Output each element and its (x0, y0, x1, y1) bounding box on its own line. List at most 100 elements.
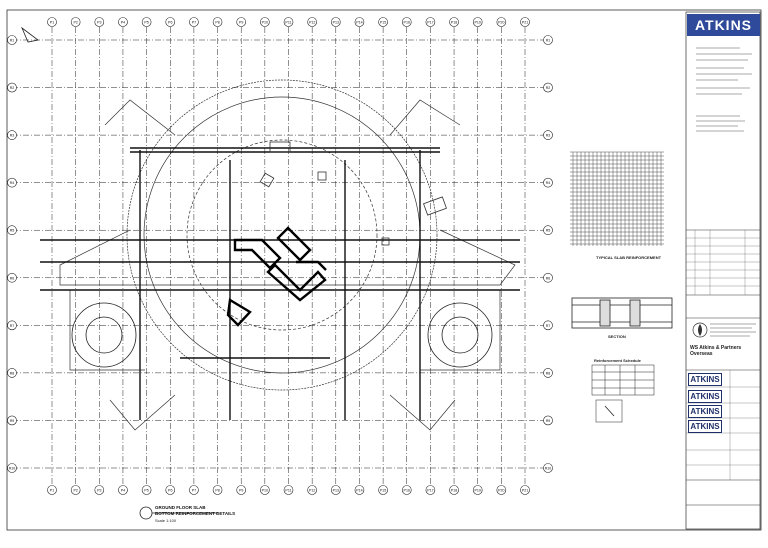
atkins-logo-1: ATKINS (688, 373, 722, 386)
grid-col-bottom-label: P2 (73, 489, 77, 493)
grid-row-left-bubble (7, 415, 17, 426)
grid-row-right-bubble (543, 272, 553, 283)
grid-row-left-bubble (7, 130, 17, 140)
grid-col-bottom-label: P9 (239, 489, 243, 493)
grid-row-left-label: R2 (10, 86, 15, 90)
grid-row-right-bubble (543, 320, 553, 331)
grid-col-top-bubble (94, 17, 105, 27)
grid-row-right-label: R6 (546, 276, 551, 280)
slab-section-detail (571, 297, 673, 329)
grid-col-bottom-bubble (141, 485, 152, 495)
grid-row-left-bubble (7, 463, 17, 473)
grid-col-bottom-label: P15 (380, 489, 386, 493)
grid-col-bottom-bubble (307, 485, 317, 495)
drawing-title-line1: GROUND FLOOR SLAB (155, 505, 206, 510)
grid-col-bottom-label: P14 (356, 489, 362, 493)
grid-row-right-bubble (543, 130, 553, 140)
grid-col-top-bubble (212, 17, 223, 27)
building-outline (59, 79, 516, 431)
grid-col-bottom-bubble (94, 485, 105, 495)
title-bubble (139, 506, 153, 520)
grid-col-top-bubble (401, 17, 412, 27)
grid-col-top-label: P16 (404, 21, 410, 25)
grid-col-top-bubble (330, 17, 341, 27)
grid-col-bottom-bubble (260, 485, 270, 495)
atkins-logo-4: ATKINS (688, 420, 722, 433)
grid-col-bottom-label: P12 (309, 489, 315, 493)
grid-col-top-label: P10 (262, 21, 268, 25)
grid-row-left-label: R1 (10, 39, 15, 43)
grid-col-bottom-bubble (70, 485, 81, 495)
grid-row-left-label: R6 (10, 276, 15, 280)
detail-section-label: SECTION (608, 334, 626, 339)
grid-row-right-bubble (543, 82, 553, 93)
grid-col-top-label: P18 (451, 21, 457, 25)
grid-col-bottom-bubble (189, 485, 199, 495)
title-block-frame (685, 11, 761, 530)
grid-col-top-bubble (472, 17, 483, 27)
grid-row-left-label: R7 (10, 324, 15, 328)
grid-col-top-bubble (141, 17, 152, 27)
grid-row-left-label: R10 (9, 467, 16, 471)
grid-col-top-bubble (449, 17, 459, 27)
grid-col-top-bubble (425, 17, 436, 27)
grid-col-bottom-label: P16 (404, 489, 410, 493)
grid-col-bottom-bubble (47, 485, 57, 495)
grid-col-top-bubble (260, 17, 270, 27)
grid-col-bottom-label: P8 (215, 489, 219, 493)
grid-col-bottom-label: P7 (192, 489, 196, 493)
grid-row-right-label: R7 (546, 324, 551, 328)
client-name: WS Atkins & Partners Overseas (690, 345, 742, 357)
grid-row-right-label: R9 (546, 419, 551, 423)
grid-col-bottom-label: P6 (168, 489, 172, 493)
grid-row-right-label: R8 (546, 371, 551, 375)
grid-col-top-label: P1 (50, 21, 54, 25)
atkins-logo-2: ATKINS (688, 390, 722, 403)
grid-row-left-label: R9 (10, 419, 15, 423)
stair-cores (71, 302, 493, 368)
grid-col-top-label: P20 (498, 21, 504, 25)
grid-row-right-label: R10 (545, 467, 552, 471)
grid-col-top-label: P3 (97, 21, 101, 25)
grid-col-top-label: P13 (333, 21, 339, 25)
grid-col-bottom-bubble (212, 485, 223, 495)
reinforcement-schedule-table (591, 364, 655, 423)
grid-row-left-bubble (7, 35, 17, 45)
grid-col-bottom-bubble (165, 485, 176, 495)
grid-row-left-label: R4 (10, 181, 15, 185)
grid-col-top-bubble (47, 17, 57, 27)
grid-col-bottom-label: P19 (474, 489, 480, 493)
grid-col-bottom-label: P11 (285, 489, 291, 493)
grid-col-top-bubble (70, 17, 81, 27)
grid-col-top-label: P5 (144, 21, 148, 25)
detail-plan-label: TYPICAL SLAB REINFORCEMENT (596, 255, 662, 260)
grid-row-left-label: R3 (10, 134, 15, 138)
grid-col-top-bubble (378, 17, 388, 27)
grid-row-right-bubble (543, 225, 553, 236)
grid-col-bottom-bubble (330, 485, 341, 495)
grid-col-top-label: P2 (73, 21, 77, 25)
grid-col-bottom-bubble (401, 485, 412, 495)
grid-col-bottom-bubble (520, 485, 530, 495)
client-emblem (692, 322, 708, 338)
grid-col-bottom-bubble (236, 485, 246, 495)
grid-row-left-bubble (7, 368, 17, 378)
grid-row-right-label: R1 (546, 39, 551, 43)
grid-col-top-label: P9 (239, 21, 243, 25)
grid-col-top-label: P11 (285, 21, 291, 25)
atkins-logo: ATKINS (687, 14, 760, 36)
grid-col-top-bubble (118, 17, 128, 27)
grid-col-bottom-label: P4 (121, 489, 125, 493)
grid-col-bottom-label: P20 (498, 489, 504, 493)
grid-col-bottom-label: P18 (451, 489, 457, 493)
grid-col-top-label: P7 (192, 21, 196, 25)
grid-row-left-bubble (7, 272, 17, 283)
drawing-title-line2: BOTTOM REINFORCEMENT DETAILS (155, 511, 236, 516)
grid-col-top-bubble (189, 17, 199, 27)
grid-row-right-bubble (543, 463, 553, 473)
grid-col-bottom-label: P10 (262, 489, 268, 493)
grid-col-bottom-bubble (449, 485, 459, 495)
grid-col-bottom-label: P21 (522, 489, 528, 493)
